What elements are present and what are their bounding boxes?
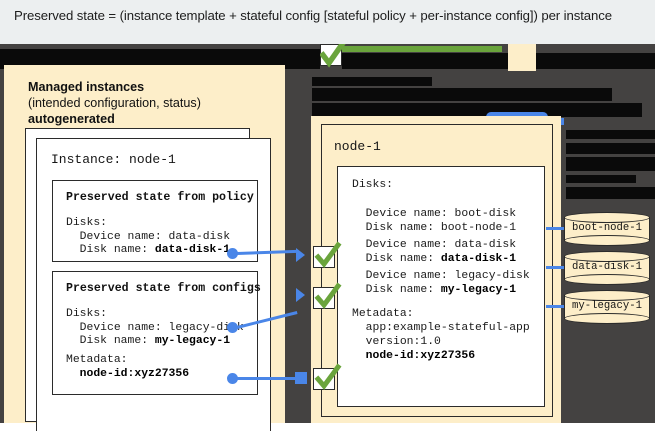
title-line-2: (intended configuration, status) [28,96,201,110]
title-line-3: autogenerated [28,112,115,126]
caption-text: Preserved state = (instance template + s… [14,8,612,23]
configs-card-metadata: Metadata: node-id:xyz27356 [66,354,189,381]
top-checkmark-box [320,44,342,66]
data-device-name: Device name: data-disk [352,239,517,251]
metadata-header: Metadata: [352,308,414,320]
boot-disk-name: Disk name: boot-node-1 [352,221,517,234]
connector-line-node-id [237,377,295,380]
metadata-line-app: app:example-stateful-app [352,322,530,334]
checkmark-box-node-id [313,368,335,390]
redaction-bar-side-2 [566,143,655,154]
legacy-disk-name: my-legacy-1 [440,283,517,296]
connector-tab-node-id [295,372,307,384]
connector-dot-data-disk [227,248,238,259]
rail-chip [508,44,536,71]
redaction-bar-side-5 [566,187,655,199]
disk-connector-boot [546,227,572,230]
metadata-line-version: version:1.0 [352,336,441,348]
disk-cylinder-data-disk-1: data-disk-1 [564,251,650,285]
configs-card-heading: Preserved state from configs [66,282,261,295]
disk-connector-legacy [546,305,572,308]
policy-card-disk-name: data-disk-1 [154,244,231,257]
green-rail [330,46,502,52]
preserved-state-policy-card: Preserved state from policy Disks: Devic… [52,180,258,262]
disk-connector-data [546,266,572,269]
checkmark-box-legacy-disk [313,287,335,309]
disk-label-legacy: my-legacy-1 [572,300,642,312]
legacy-disk-name-plain: Disk name: [352,283,441,296]
disk-top [564,251,650,262]
policy-card-heading: Preserved state from policy [66,191,254,204]
redaction-bar-row-b [312,88,612,101]
disk-bottom [564,235,650,246]
policy-card-body: Disks: Device name: data-disk Disk name:… [66,217,230,258]
policy-card-plain: Disks: Device name: data-disk Disk name: [66,217,231,257]
data-disk-name: data-disk-1 [440,252,517,265]
disk-top [564,290,650,301]
instance-label: Instance: node-1 [51,152,176,167]
configs-card-disk-name: my-legacy-1 [154,335,231,348]
redaction-bar-top-mid [283,49,320,69]
redaction-bar-row-c [312,103,642,117]
disk-cylinder-boot-node-1: boot-node-1 [564,212,650,246]
redaction-bar-top-left [0,49,283,69]
redaction-bar-rail [342,53,508,69]
metadata-node-id: node-id:xyz27356 [365,350,476,362]
data-disk-name-plain: Disk name: [352,252,441,265]
disks-header: Disks: [352,179,394,191]
configs-card-disks: Disks: Device name: legacy-disk Disk nam… [66,308,244,349]
disk-entry-boot: Device name: boot-disk Disk name: boot-n… [352,208,516,235]
connector-dot-node-id [227,373,238,384]
redaction-bar-row-a [312,77,432,86]
metadata-line-nodeid: node-id:xyz27356 [352,350,475,364]
preserved-state-configs-card: Preserved state from configs Disks: Devi… [52,271,261,395]
node-label: node-1 [334,139,381,154]
configs-card-node-id: node-id:xyz27356 [79,367,190,380]
instance-card: Instance: node-1 Preserved state from po… [36,138,271,431]
configs-card-disks-plain: Disks: Device name: legacy-disk Disk nam… [66,308,244,348]
diagram-stage: Managed instances (intended configuratio… [0,44,655,431]
redaction-bar-top-right [536,53,655,69]
checkmark-box-data-disk [313,246,335,268]
managed-instances-title: Managed instances (intended configuratio… [28,79,201,127]
disk-entry-legacy: Device name: legacy-disk Disk name: my-l… [352,270,530,297]
disk-bottom [564,274,650,285]
connector-arrow-legacy-disk [296,288,305,302]
connector-arrow-data-disk [296,248,305,262]
disk-bottom [564,313,650,324]
disk-label-data: data-disk-1 [572,261,642,273]
boot-device-name: Device name: boot-disk [352,208,517,220]
connector-dot-legacy-disk [227,322,238,333]
instance-details-card: Disks: Device name: boot-disk Disk name:… [337,166,545,407]
legacy-device-name: Device name: legacy-disk [352,270,530,282]
disk-entry-data: Device name: data-disk Disk name: data-d… [352,239,516,266]
configs-card-metadata-plain: Metadata: [66,354,128,366]
redaction-bar-side-3 [566,157,655,171]
disk-cylinder-my-legacy-1: my-legacy-1 [564,290,650,324]
disk-label-boot: boot-node-1 [572,222,642,234]
disk-top [564,212,650,223]
caption-band: Preserved state = (instance template + s… [0,0,655,44]
redaction-bar-side-1 [566,130,655,139]
redaction-bar-side-4 [566,175,636,183]
title-line-1: Managed instances [28,80,145,94]
